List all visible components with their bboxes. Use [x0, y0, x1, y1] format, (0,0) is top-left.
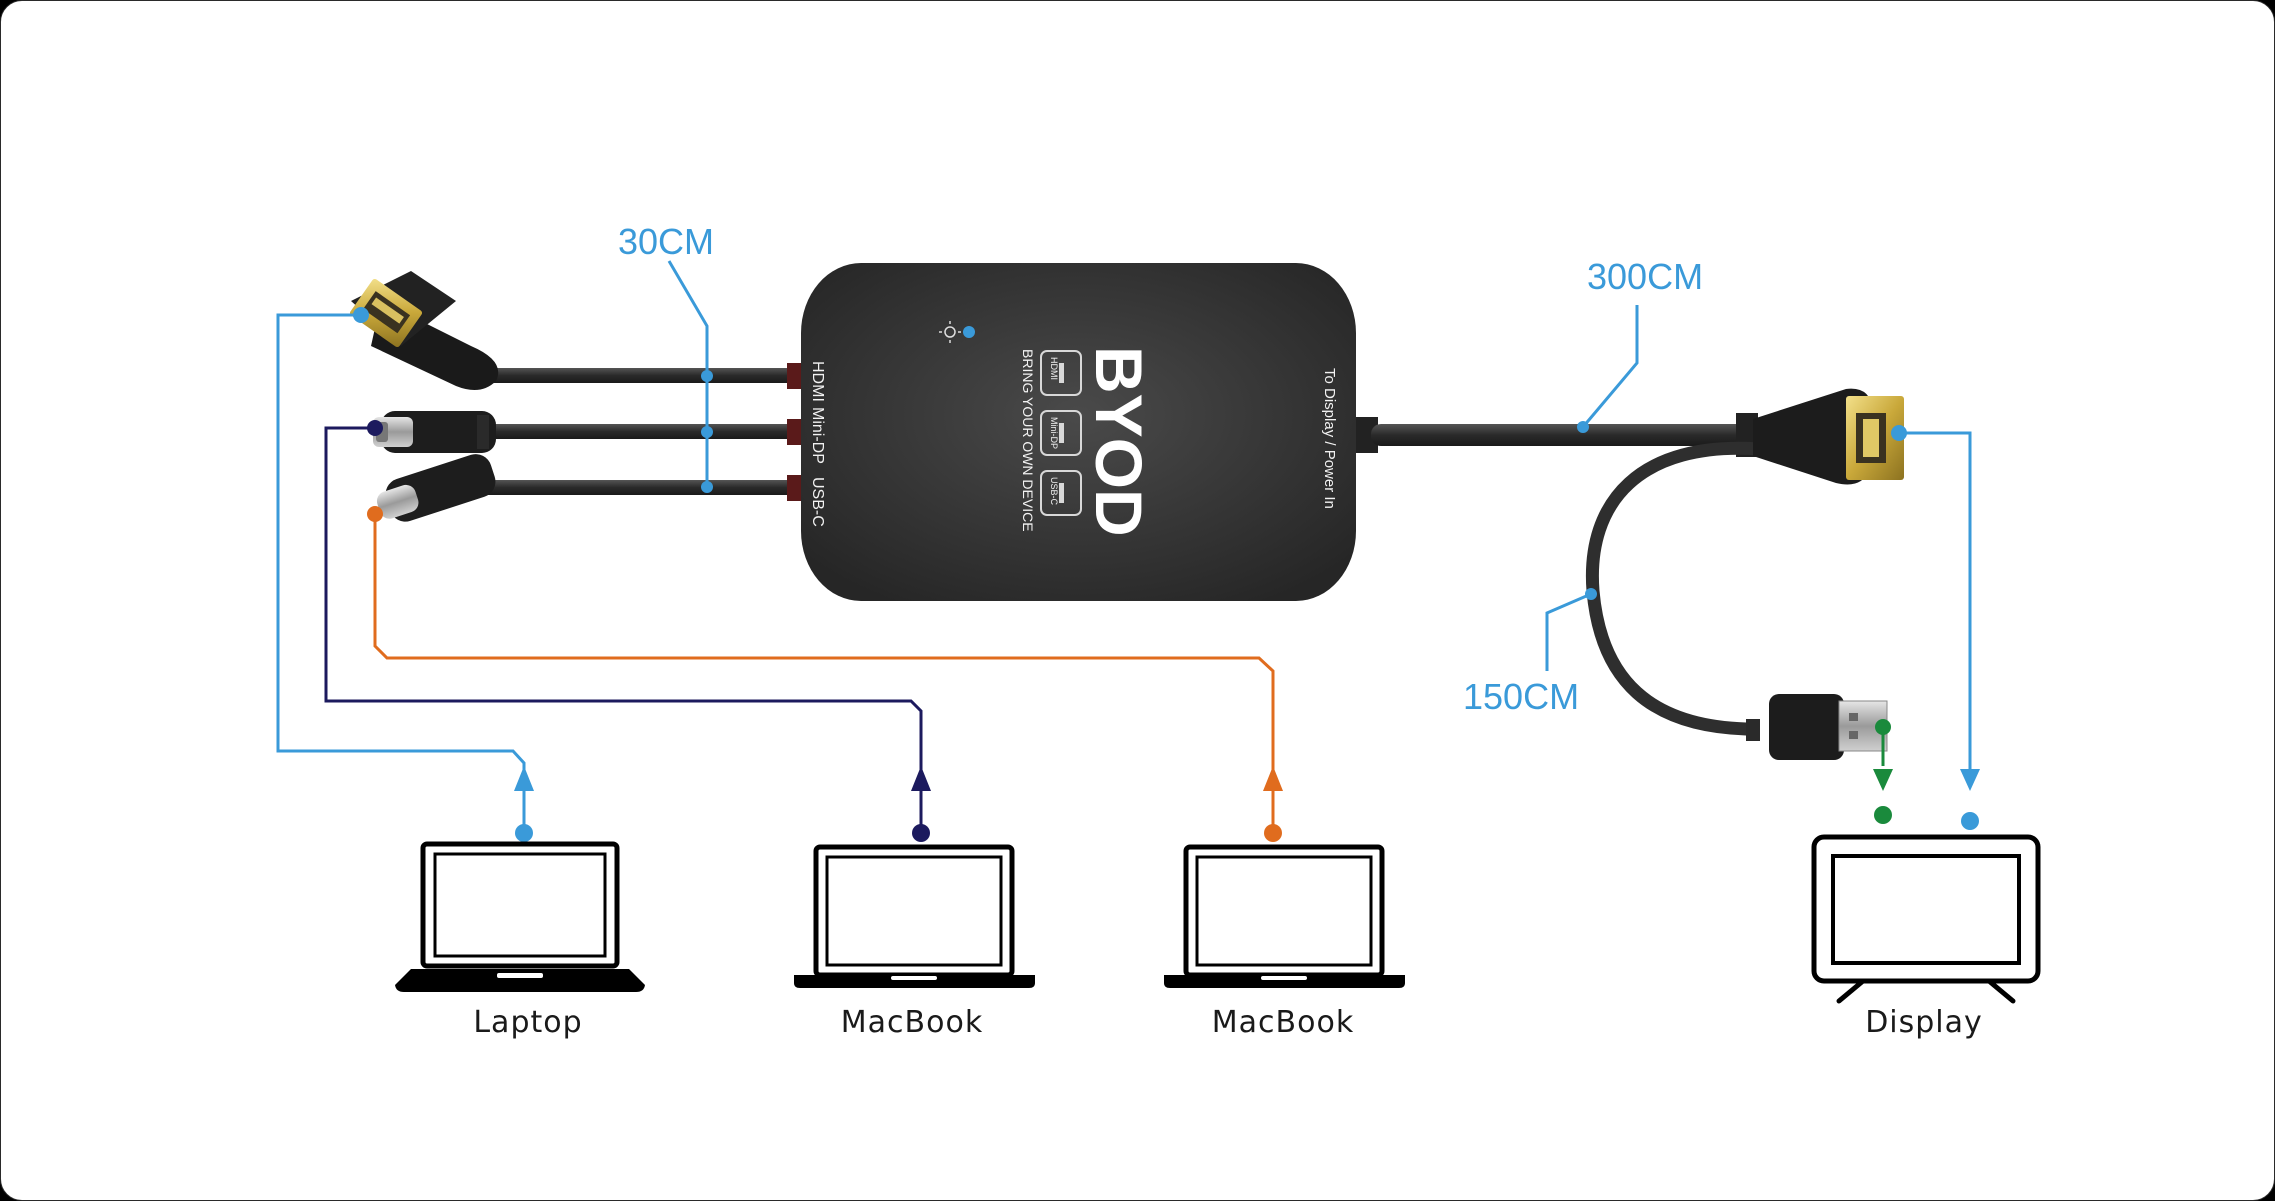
- usbc-port-icon: [1040, 470, 1082, 516]
- led-icon: [939, 321, 975, 343]
- hdmi-plug-left: [349, 271, 499, 390]
- brand-tagline: BRING YOUR OWN DEVICE: [1020, 349, 1036, 532]
- minidp-plug: [373, 411, 496, 453]
- byod-hub: HDMI Mini-DP USB-C BYOD BRING YOUR OWN D…: [801, 263, 1356, 601]
- hdmi-port-icon: [1040, 350, 1082, 396]
- laptop-hdmi-line: [276, 307, 534, 842]
- hub-port-icons: HDMI Mini-DP USB-C: [1040, 350, 1082, 516]
- device-label-macbook-2: MacBook: [1212, 1005, 1354, 1040]
- dimension-150cm: 150CM: [1463, 588, 1597, 717]
- usbc-strain-relief: [787, 475, 801, 501]
- hub-body: [801, 263, 1356, 601]
- hdmi-cable: [481, 368, 801, 383]
- minidp-cable: [481, 424, 801, 439]
- display-icon: [1811, 834, 2041, 1004]
- power-cable: [1585, 441, 1766, 736]
- hdmi-plug-right: [1753, 388, 1904, 485]
- port-icon-label-minidp: Mini-DP: [1049, 417, 1059, 449]
- power-usb-line: [1873, 719, 1893, 824]
- minidp-port-icon: [1040, 410, 1082, 456]
- port-icon-label-usbc: USB-C: [1049, 477, 1059, 506]
- macbook-icon: [1164, 844, 1405, 988]
- dimension-30cm: 30CM: [618, 221, 714, 493]
- hdmi-strain-relief: [787, 363, 801, 389]
- port-label-hdmi: HDMI: [809, 361, 826, 402]
- device-label-macbook-1: MacBook: [841, 1005, 983, 1040]
- usbc-plug: [376, 454, 496, 522]
- port-label-usbc: USB-C: [809, 477, 826, 527]
- macbook-icon: [794, 844, 1035, 988]
- port-label-minidp: Mini-DP: [809, 407, 826, 464]
- laptop-icon: [395, 841, 645, 992]
- dimension-label-150cm: 150CM: [1463, 676, 1579, 717]
- dimension-label-300cm: 300CM: [1587, 256, 1703, 297]
- brand-logo: BYOD: [1082, 346, 1156, 537]
- port-icon-label-hdmi: HDMI: [1049, 357, 1059, 380]
- macbook-minidp-line: [324, 420, 931, 842]
- display-hdmi-line: [1891, 425, 1980, 830]
- dimension-300cm: 300CM: [1577, 256, 1703, 433]
- usb-power-plug: [1746, 694, 1888, 760]
- usbc-cable: [481, 480, 801, 495]
- output-label: To Display / Power In: [1321, 368, 1338, 509]
- dimension-label-30cm: 30CM: [618, 221, 714, 262]
- macbook-usbc-line: [367, 506, 1283, 842]
- device-label-laptop: Laptop: [473, 1005, 582, 1040]
- device-label-display: Display: [1865, 1005, 1983, 1040]
- minidp-strain-relief: [787, 419, 801, 445]
- input-cables: [481, 363, 801, 501]
- output-cable: [1356, 413, 1758, 457]
